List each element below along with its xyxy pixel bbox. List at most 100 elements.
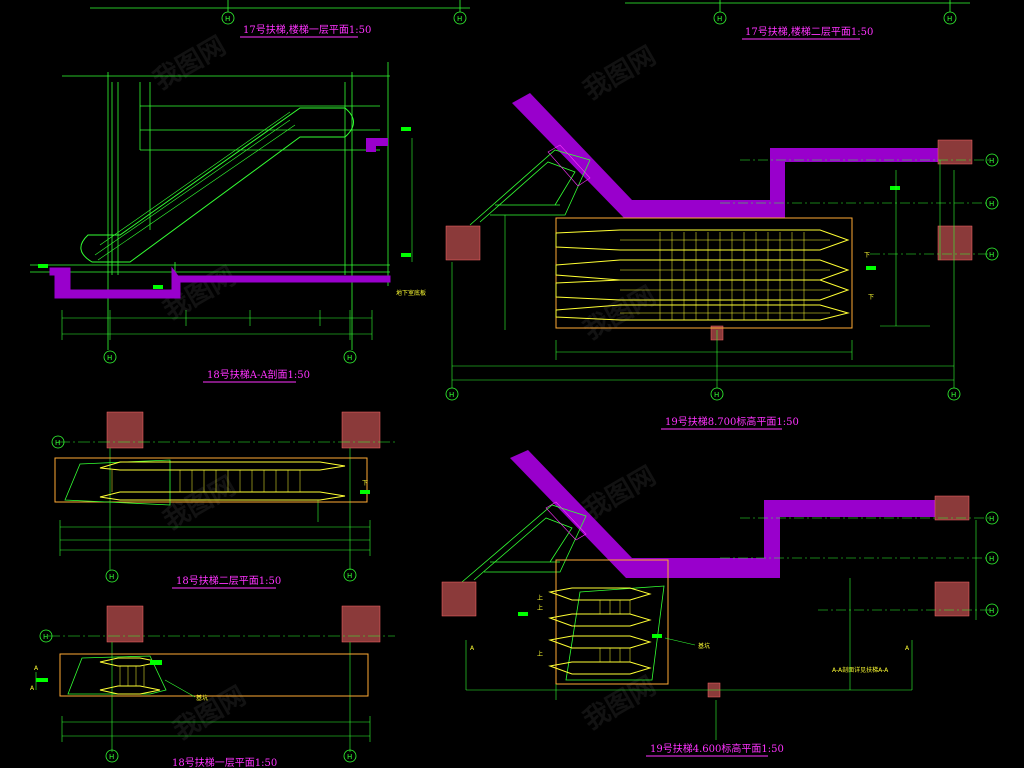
slab-edge-band xyxy=(510,450,940,578)
grid-axis-label: H xyxy=(55,439,60,447)
escalator-unit-lower xyxy=(555,279,850,321)
watermark: 我图网 xyxy=(159,471,242,536)
escalator-steps xyxy=(119,666,145,686)
escalator-steps xyxy=(179,470,301,492)
structural-column xyxy=(937,139,973,165)
concrete-slab-section xyxy=(49,266,391,299)
slab-edge-band xyxy=(512,93,958,218)
grid-axis-bubble xyxy=(105,569,119,583)
grid-axis-bubble xyxy=(105,749,119,763)
direction-down-label: 下 xyxy=(362,480,368,487)
title-17-floor1: 17号扶梯,楼梯一层平面1:50 xyxy=(243,23,371,36)
watermark: 我图网 xyxy=(169,681,252,746)
grid-axis-bubble xyxy=(713,11,727,25)
watermark: 我图网 xyxy=(579,671,662,736)
grid-axis-bubble xyxy=(51,435,65,449)
grid-axis-label: H xyxy=(989,607,994,615)
section-marker-label: A xyxy=(30,685,35,692)
grid-axis-bubble xyxy=(445,387,459,401)
grid-axis-label: H xyxy=(107,354,112,362)
grid-axis-label: H xyxy=(43,633,48,641)
grid-axis-label: H xyxy=(989,515,994,523)
level-tag xyxy=(150,660,162,665)
upper-slab-section xyxy=(366,138,388,152)
grid-axis-label: H xyxy=(717,15,722,23)
title-19-plan-4600: 19号扶梯4.600标高平面1:50 xyxy=(650,742,784,755)
direction-down-label: 下 xyxy=(864,252,870,259)
structural-column xyxy=(106,605,144,643)
level-tag xyxy=(890,186,900,190)
view-18-floor2-plan: 下 H H H 18号扶梯二层平面1:50 xyxy=(51,411,395,589)
section-dimension-lines xyxy=(61,138,413,340)
pit-label: 基坑 xyxy=(196,694,208,702)
grid-axis-label: H xyxy=(225,15,230,23)
level-tag xyxy=(360,490,370,494)
level-tag xyxy=(652,634,662,638)
view-19-plan-8700: 下 下 H xyxy=(445,93,999,430)
grid-axis-bubble xyxy=(985,511,999,525)
grid-axis-bubble xyxy=(453,11,467,25)
view-17-top-strip xyxy=(90,0,970,25)
section-marker-label: A xyxy=(470,645,475,652)
structural-column xyxy=(106,411,144,449)
structural-column xyxy=(445,225,481,261)
view-19-plan-4600: 上 上 基坑 A-A剖面详见扶梯A-A A A H H H 19号扶梯4.6 xyxy=(441,450,999,757)
escalator-truss-outline xyxy=(80,107,354,263)
grid-axis-bubble xyxy=(39,629,53,643)
grid-axis-label: H xyxy=(989,157,994,165)
grid-axis-bubble xyxy=(103,350,117,364)
watermark: 我图网 xyxy=(579,281,662,346)
grid-axis-bubble xyxy=(985,603,999,617)
structural-column xyxy=(934,495,970,521)
watermark: 我图网 xyxy=(579,41,662,106)
section-note: A-A剖面详见扶梯A-A xyxy=(832,666,889,674)
grid-axis-label: H xyxy=(347,572,352,580)
grid-axis-bubble xyxy=(943,11,957,25)
direction-up-label: 上 xyxy=(537,594,543,602)
escalator-pit-opening xyxy=(59,653,369,697)
grid-axis-bubble xyxy=(343,350,357,364)
view-18-section-AA: 地下室底板 H H 18号扶梯A-A剖面1:50 xyxy=(30,62,426,383)
title-18-section: 18号扶梯A-A剖面1:50 xyxy=(207,368,310,381)
escalator-steps xyxy=(659,232,805,320)
grid-axis-label: H xyxy=(714,391,719,399)
structural-column xyxy=(341,411,381,449)
title-17-floor2: 17号扶梯,楼梯二层平面1:50 xyxy=(745,25,873,38)
grid-lines xyxy=(465,517,990,740)
grid-axis-bubble xyxy=(343,568,357,582)
direction-up-label: 上 xyxy=(537,650,543,658)
escalator-handrail-lines xyxy=(94,111,296,261)
grid-axis-label: H xyxy=(109,573,114,581)
level-tag xyxy=(36,678,48,682)
grid-axis-bubble xyxy=(710,387,724,401)
structural-column xyxy=(937,225,973,261)
grid-axis-label: H xyxy=(947,15,952,23)
basement-slab-label: 地下室底板 xyxy=(396,289,426,297)
grid-axis-bubble xyxy=(985,551,999,565)
escalator-pit-opening xyxy=(555,559,669,685)
structural-column xyxy=(441,581,477,617)
support-frame xyxy=(461,504,587,583)
pit-label: 基坑 xyxy=(698,642,710,650)
grid-axis-label: H xyxy=(457,15,462,23)
watermark-layer: 我图网 我图网 我图网 我图网 我图网 我图网 我图网 我图网 xyxy=(149,31,662,746)
grid-axis-bubble xyxy=(221,11,235,25)
level-tag xyxy=(866,266,876,270)
structural-column xyxy=(341,605,381,643)
title-18-floor2: 18号扶梯二层平面1:50 xyxy=(176,574,281,587)
grid-axis-bubble xyxy=(947,387,961,401)
grid-axis-label: H xyxy=(989,251,994,259)
grid-axis-label: H xyxy=(989,200,994,208)
section-marker-label: A xyxy=(905,645,910,652)
grid-axis-label: H xyxy=(989,555,994,563)
level-tag xyxy=(518,612,528,616)
escalator-well-opening xyxy=(54,457,368,503)
direction-down-label: 下 xyxy=(868,294,874,301)
grid-axis-label: H xyxy=(347,354,352,362)
view-18-floor1-plan: A 基坑 H H H 18号扶梯一层平面1:50 xyxy=(34,605,395,768)
grid-axis-bubble xyxy=(985,247,999,261)
title-18-floor1: 18号扶梯一层平面1:50 xyxy=(172,756,277,768)
grid-axis-label: H xyxy=(347,753,352,761)
